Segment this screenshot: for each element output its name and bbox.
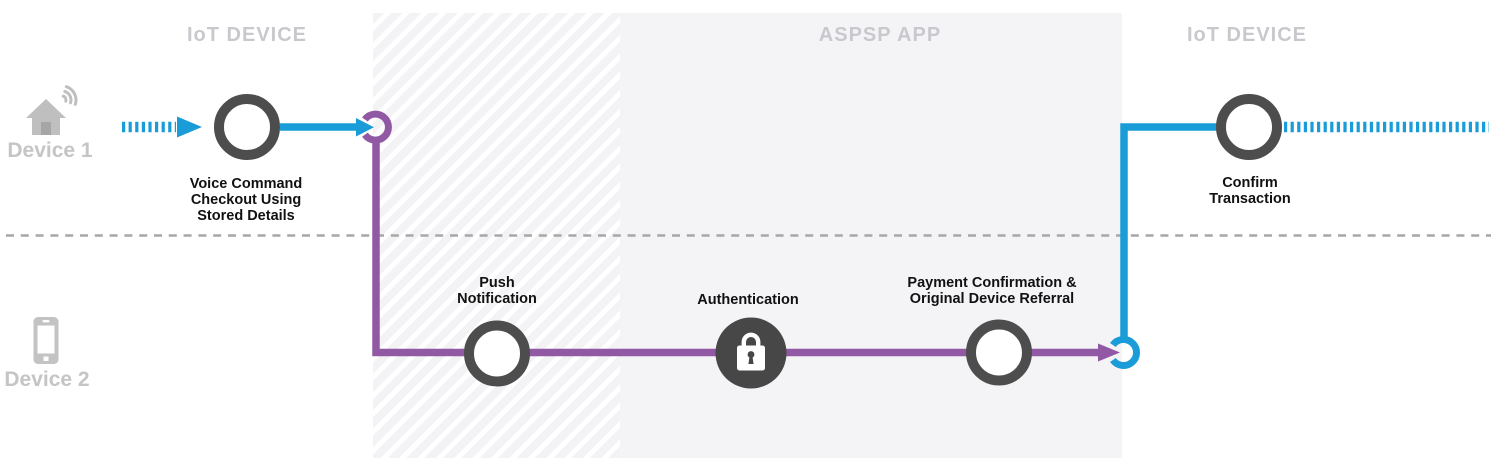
handover-loop-icon bbox=[362, 110, 392, 144]
node-voice-command bbox=[214, 94, 280, 160]
step-label-confirm-transaction: Confirm Transaction bbox=[1209, 175, 1291, 207]
step-label-payment-confirmation: Payment Confirmation & Original Device R… bbox=[907, 275, 1077, 307]
lock-icon bbox=[737, 332, 765, 371]
return-loop-icon bbox=[1110, 336, 1140, 369]
device-1-label: Device 1 bbox=[7, 139, 93, 162]
incoming-arrowhead-icon bbox=[177, 116, 202, 138]
node-push-notification bbox=[464, 320, 530, 387]
node-payment-confirmation bbox=[966, 319, 1032, 386]
referral-arrowhead-icon bbox=[1098, 343, 1120, 362]
connector-return-to-device1 bbox=[1120, 123, 1221, 340]
smartphone-icon bbox=[33, 317, 59, 364]
node-authentication bbox=[715, 317, 787, 389]
step-label-voice-command: Voice Command Checkout Using Stored Deta… bbox=[189, 176, 303, 224]
step-label-push-notification: Push Notification bbox=[457, 275, 537, 307]
zone-label-iot-device-left: IoT DEVICE bbox=[186, 24, 308, 46]
handover-arrowhead-icon bbox=[356, 118, 374, 137]
step-label-authentication: Authentication bbox=[697, 292, 799, 308]
node-confirm-transaction bbox=[1216, 94, 1282, 160]
smart-home-icon bbox=[26, 85, 78, 135]
connector-aspsp-flow bbox=[372, 139, 1098, 357]
device-2-label: Device 2 bbox=[4, 368, 90, 391]
zone-label-iot-device-right: IoT DEVICE bbox=[1186, 24, 1308, 46]
wifi-waves-icon bbox=[61, 85, 78, 106]
zone-label-aspsp-app: ASPSP APP bbox=[818, 24, 942, 46]
